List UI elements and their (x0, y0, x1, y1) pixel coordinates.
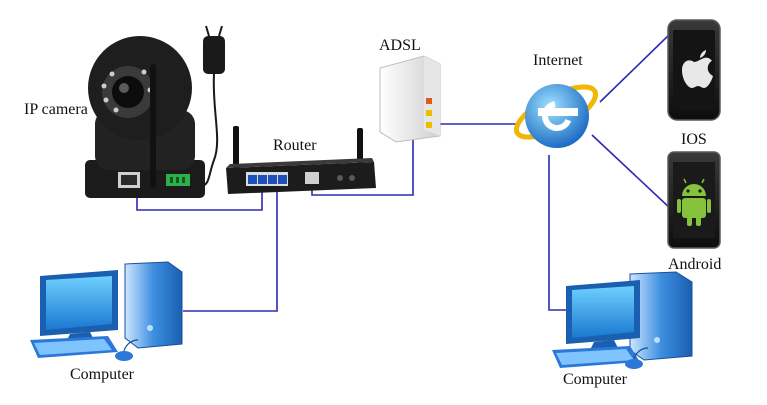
router-to-adsl-line (311, 140, 414, 196)
computer-left-label: Computer (70, 366, 134, 383)
internet-explorer-icon (513, 84, 599, 148)
adsl-modem-icon (379, 55, 441, 143)
internet-label: Internet (533, 52, 583, 69)
ios-label: IOS (681, 131, 707, 148)
android-phone-icon (667, 151, 721, 249)
desktop-computer-icon-right (552, 271, 693, 369)
computer-right-label: Computer (563, 371, 627, 388)
internet-to-ios-line (599, 31, 673, 103)
ip-camera-icon (85, 36, 205, 198)
router-to-computer-line (183, 190, 278, 312)
power-adapter-icon (199, 25, 225, 187)
ip-camera-label: IP camera (24, 101, 88, 118)
android-label: Android (668, 256, 722, 273)
connection-lines (136, 31, 673, 312)
camera-to-router-line (136, 190, 263, 211)
adsl-label: ADSL (379, 37, 421, 54)
apple-iphone-icon (667, 19, 721, 121)
router-label: Router (273, 137, 317, 154)
router-icon (226, 126, 376, 194)
internet-to-android-line (591, 134, 673, 211)
desktop-computer-icon-left (30, 261, 183, 361)
